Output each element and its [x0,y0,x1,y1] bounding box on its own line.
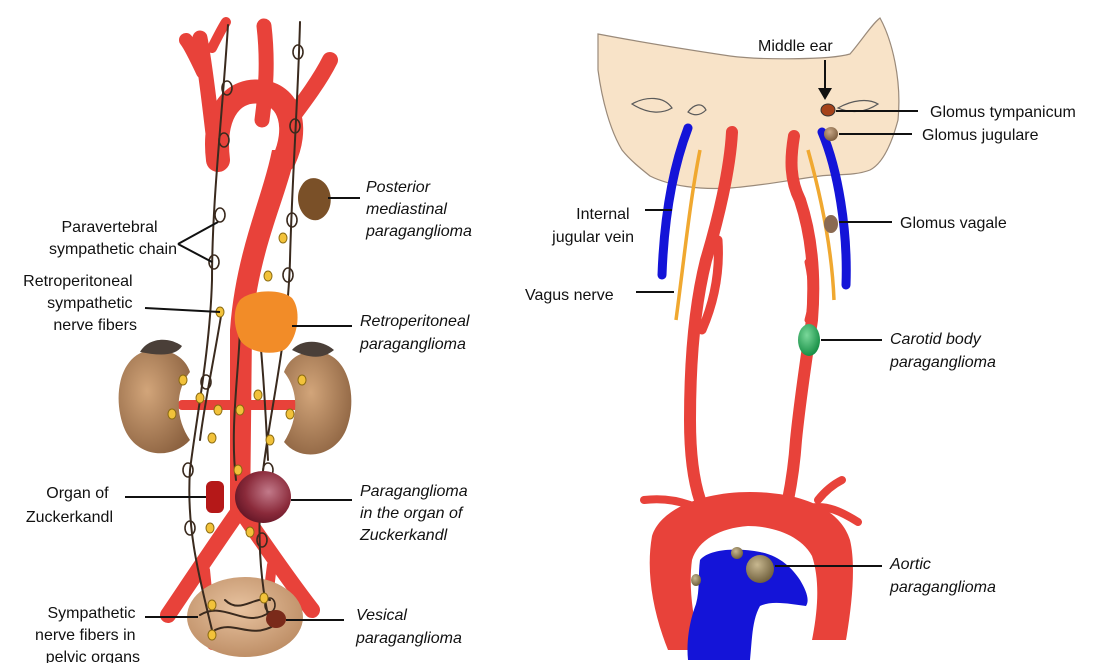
svg-text:Internal jugular vein: Internal jugular vein [551,206,634,246]
leader-retro-fibers [145,308,220,312]
label-aortic-1: Aortic [889,556,931,573]
right-carotid-branch [262,26,266,120]
right-kidney [284,342,351,455]
label-posterior-2: mediastinal [366,201,447,218]
label-carotid-1: Carotid body [890,331,982,348]
svg-text:Retroperitoneal sympathe: Retroperitoneal sympathetic nerve fibers [23,273,137,334]
svg-text:Organ of Zuckerkandl: Organ of Zuckerkandl [26,485,113,526]
label-glomus-jugulare: Glomus jugulare [922,127,1039,144]
label-aortic-2: paraganglioma [889,579,996,596]
label-retro-fibers-2: sympathetic [47,295,132,312]
aortic-branch-top [818,480,842,500]
label-retro-pgl-2: paraganglioma [359,336,466,353]
glomus-tympanicum-tumor [821,104,835,116]
svg-text:Carotid body paraganglio: Carotid body paraganglioma [889,331,996,371]
label-retro-fibers-3: nerve fibers [53,317,137,334]
label-posterior-3: paraganglioma [365,223,472,240]
left-anatomy: Paravertebral sympathetic chain Retroper… [23,22,474,663]
leader-paravertebral-2 [178,244,212,262]
label-zk-pgl-3: Zuckerkandl [359,527,448,544]
vesical-tumor [266,610,286,628]
svg-text:Aortic paraganglioma: Aortic paraganglioma [889,556,996,596]
svg-text:Vesical paraganglioma: Vesical paraganglioma [355,607,462,647]
left-kidney [119,340,190,454]
label-paravertebral-1: Paravertebral [62,219,158,236]
aortic-arch [217,92,291,160]
label-retro-fibers-1: Retroperitoneal [23,273,132,290]
label-glomus-tympanicum: Glomus tympanicum [930,104,1076,121]
label-pelvic-3: pelvic organs [46,649,140,663]
top-branch [212,22,226,48]
label-pelvic-2: nerve fibers in [35,627,136,644]
label-retro-pgl-1: Retroperitoneal [360,313,470,330]
glomus-vagale-tumor [824,215,838,233]
label-internal-jugular-2: jugular vein [551,229,634,246]
skull-base [598,18,899,189]
label-zk-pgl-1: Paraganglioma [360,483,468,500]
svg-text:Sympathetic nerve fibers: Sympathetic nerve fibers in pelvic organ… [35,605,140,663]
label-posterior-1: Posterior [366,179,431,196]
svg-text:Retroperitoneal paragang: Retroperitoneal paraganglioma [359,313,474,353]
posterior-mediastinal-tumor [298,178,331,220]
label-zk-pgl-2: in the organ of [360,505,464,522]
zuckerkandl-tumor [235,471,291,523]
right-branch [808,262,812,320]
organ-of-zuckerkandl [206,481,224,513]
svg-text:Posterior mediastinal: Posterior mediastinal paraganglioma [365,179,472,240]
aortic-small-node-1 [731,547,743,559]
label-vesical-2: paraganglioma [355,630,462,647]
aortic-small-node-2 [691,574,701,586]
label-organ-1: Organ of [46,485,109,502]
aortic-paraganglioma-tumor [746,555,774,583]
label-paravertebral-2: sympathetic chain [49,241,177,258]
label-internal-jugular-1: Internal [576,206,629,223]
label-vesical-1: Vesical [356,607,407,624]
label-pelvic-1: Sympathetic [48,605,136,622]
glomus-jugulare-tumor [824,127,838,141]
svg-text:Paraganglioma in the org: Paraganglioma in the organ of Zuckerkand… [359,483,472,544]
right-anatomy: Middle ear Glomus tympanicum Glomus jugu… [525,18,1076,660]
label-glomus-vagale: Glomus vagale [900,215,1007,232]
carotid-body-tumor [798,324,820,356]
retroperitoneal-tumor [235,291,298,352]
label-vagus-nerve: Vagus nerve [525,287,614,304]
svg-text:Paravertebral sympatheti: Paravertebral sympathetic chain [49,219,177,258]
label-organ-2: Zuckerkandl [26,509,113,526]
label-middle-ear: Middle ear [758,38,833,55]
aortic-branch-left [644,499,690,505]
label-carotid-2: paraganglioma [889,354,996,371]
